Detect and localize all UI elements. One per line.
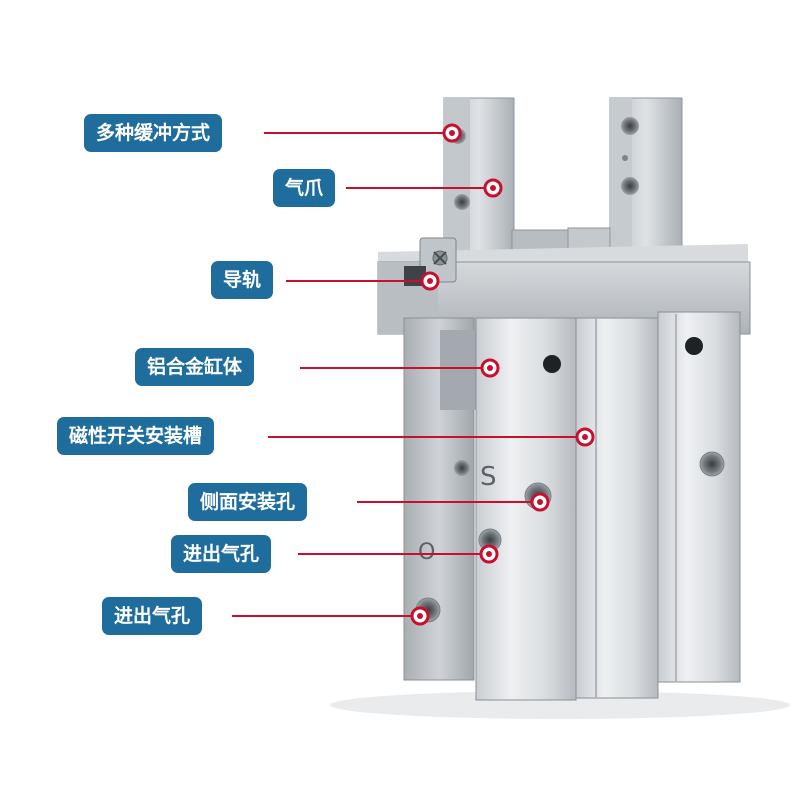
threaded-port — [699, 451, 725, 477]
jaw-hole — [454, 194, 470, 210]
body-marking-o: O — [418, 540, 436, 565]
label-magnetic-switch-slot: 磁性开关安装槽 — [57, 417, 215, 455]
label-buffer-methods: 多种缓冲方式 — [84, 114, 223, 152]
cylinder-body — [403, 311, 741, 701]
floor-shadow — [330, 691, 790, 719]
label-air-port-upper: 进出气孔 — [171, 535, 272, 573]
label-side-mount-holes: 侧面安装孔 — [188, 483, 308, 521]
threaded-port — [454, 460, 470, 476]
jaw-hole — [621, 117, 639, 135]
label-aluminum-body: 铝合金缸体 — [135, 348, 255, 386]
body-hole — [685, 337, 703, 355]
body-hole — [543, 355, 561, 373]
body-marking-s: S — [480, 462, 497, 492]
jaw-right — [609, 97, 683, 259]
jaw-hole — [621, 177, 639, 195]
label-air-port-lower: 进出气孔 — [102, 597, 203, 635]
label-guide-rail: 导轨 — [211, 261, 274, 299]
label-pneumatic-claw: 气爪 — [273, 169, 336, 207]
jaw-left — [443, 97, 515, 259]
